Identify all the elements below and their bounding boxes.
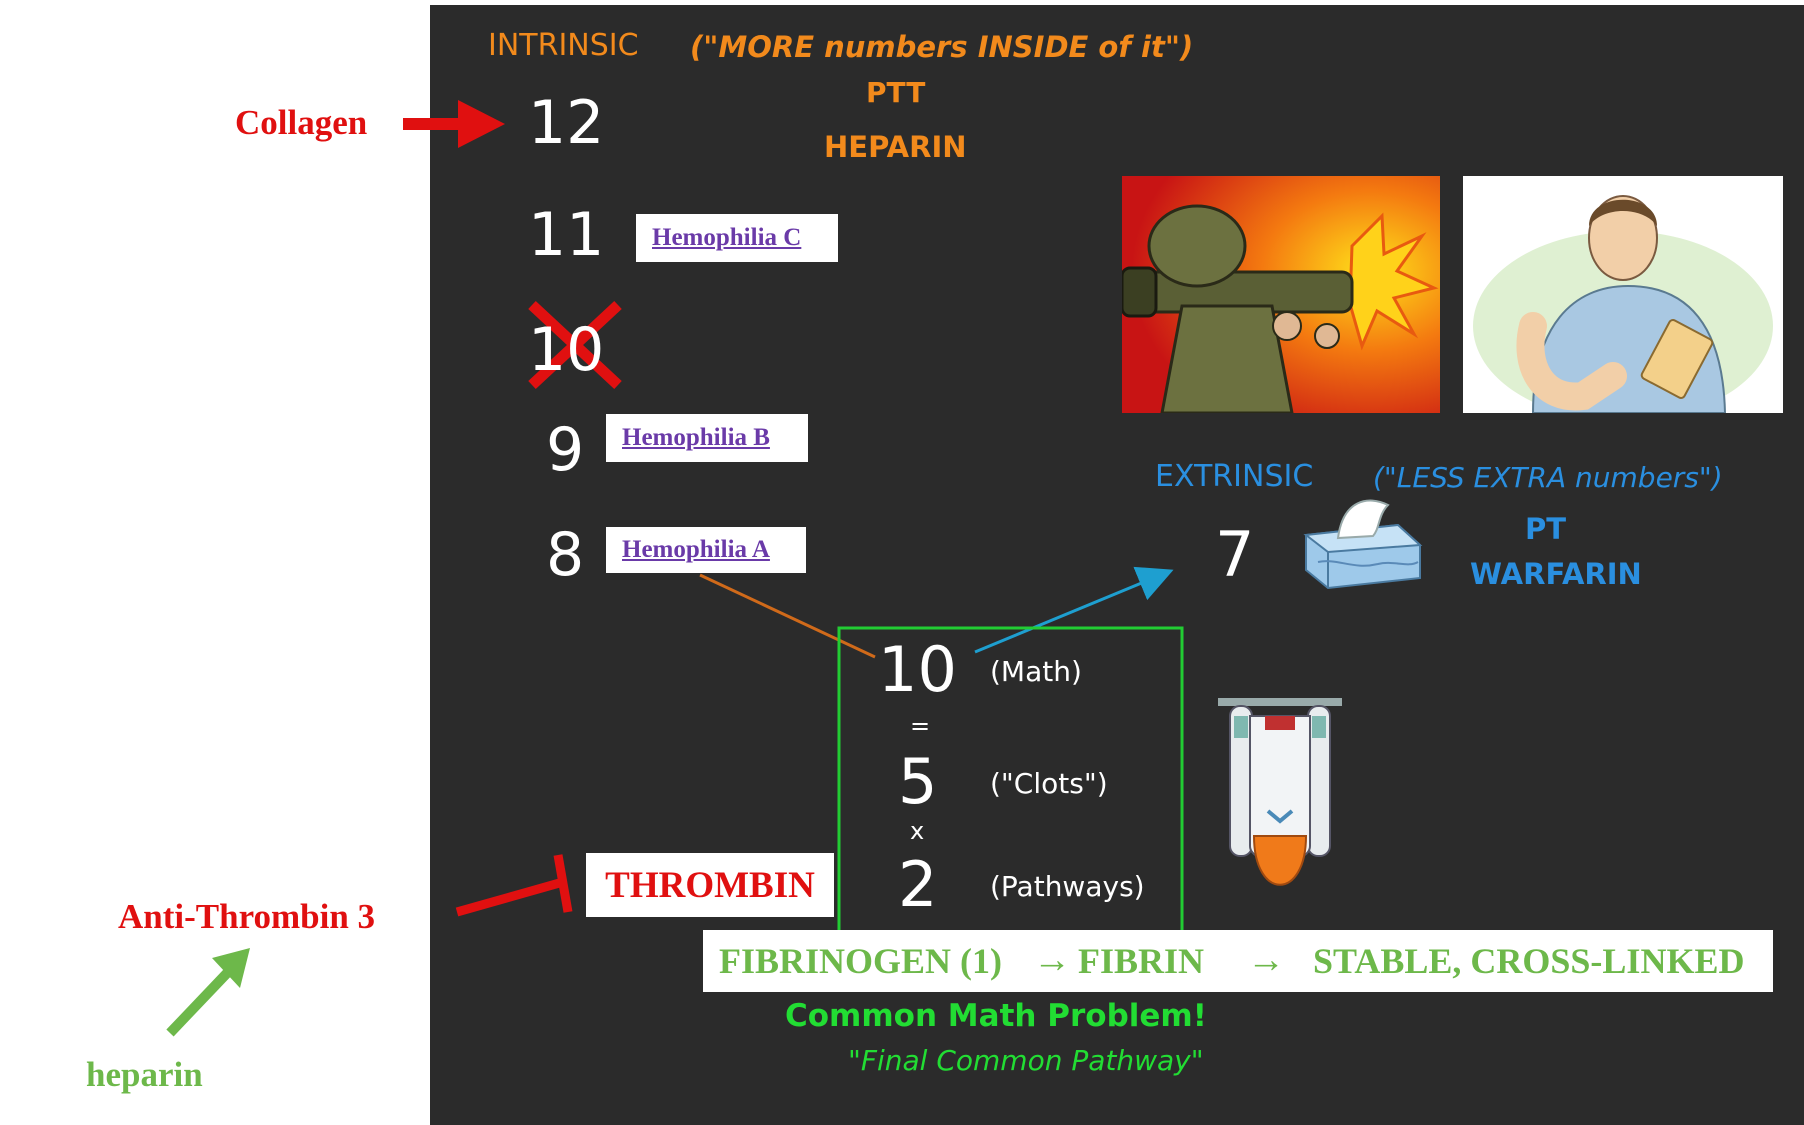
extrinsic-test: PT [1525,512,1567,546]
collagen-arrow-icon [403,100,505,148]
intrinsic-drug: HEPARIN [824,130,967,164]
thrombin-label: THROMBIN [605,864,815,906]
intrinsic-note: ("MORE numbers INSIDE of it") [690,30,1194,64]
math-equals: = [910,712,931,740]
arrow-right-icon: → [1247,939,1285,981]
man-clipboard-icon [1463,176,1783,413]
factor-8: 8 [546,520,585,590]
extrinsic-note: ("LESS EXTRA numbers") [1373,461,1723,494]
fibrinogen-label: FIBRINOGEN (1) [719,941,1003,981]
extrinsic-title: EXTRINSIC [1155,459,1314,494]
common-subtitle: "Final Common Pathway" [848,1044,1204,1077]
hemophilia-c-link[interactable]: Hemophilia C [652,224,802,251]
arrow-right-icon: → [1033,939,1071,981]
hemophilia-c-box[interactable]: Hemophilia C [636,214,838,262]
hemophilia-b-box[interactable]: Hemophilia B [606,414,808,462]
fibrin-label: FIBRIN [1078,941,1205,981]
common-title: Common Math Problem! [785,998,1207,1034]
inhibit-icon [455,854,573,917]
extrinsic-drug: WARFARIN [1470,557,1642,591]
factor-7: 7 [1215,518,1255,591]
math-label-5: ("Clots") [990,767,1108,800]
intrinsic-test: PTT [866,76,926,109]
math-times: x [910,817,925,845]
stable-label: STABLE, CROSS-LINKED [1313,941,1745,981]
antithrombin-label: Anti-Thrombin 3 [118,897,376,936]
math-label-10: (Math) [990,655,1082,688]
heparin-arrow-icon [166,948,250,1037]
tissue-box-icon [1298,490,1424,590]
space-shuttle-icon [1210,696,1350,908]
soldier-bazooka-icon [1122,176,1440,413]
math-5: 5 [898,745,938,818]
factor-10-crossed: 10 [528,315,605,385]
thrombin-box: THROMBIN [586,853,834,917]
hemophilia-a-box[interactable]: Hemophilia A [606,527,806,573]
cross-out-icon [528,300,622,390]
heparin-label: heparin [86,1055,203,1094]
math-label-2: (Pathways) [990,870,1145,903]
math-10: 10 [878,633,957,706]
collagen-label: Collagen [235,103,368,142]
hemophilia-a-link[interactable]: Hemophilia A [622,536,770,563]
factor-12: 12 [528,88,605,158]
factor8-to-10-line [699,573,876,659]
fibrin-bar: FIBRINOGEN (1) → FIBRIN → STABLE, CROSS-… [703,930,1773,992]
factor-11: 11 [528,200,605,270]
hemophilia-b-link[interactable]: Hemophilia B [622,424,770,451]
intrinsic-title: INTRINSIC [488,28,639,63]
math-2: 2 [898,848,938,921]
factor10-to-7-arrow [974,566,1174,654]
factor-9: 9 [546,415,585,485]
